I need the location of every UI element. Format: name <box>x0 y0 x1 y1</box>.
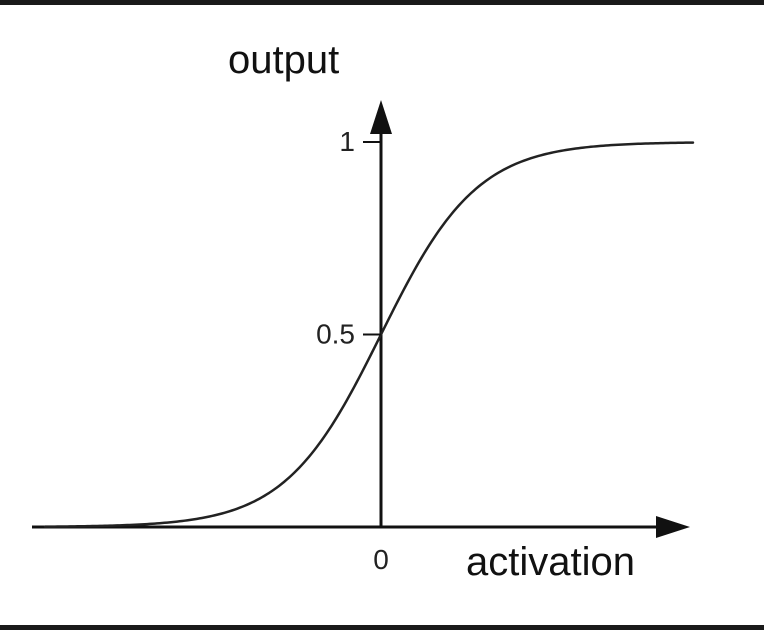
x-axis-arrowhead <box>656 516 690 538</box>
y-tick-label: 0.5 <box>316 319 355 350</box>
series-curves <box>43 141 695 528</box>
y-axis-label: output <box>228 38 339 82</box>
axes <box>32 100 690 538</box>
series-line <box>43 141 695 528</box>
sigmoid-chart: 0.5 1 0 activation output <box>32 38 695 584</box>
x-axis-label: activation <box>466 540 635 584</box>
y-tick-label: 1 <box>339 126 355 157</box>
ticks: 0.5 1 0 <box>316 126 389 575</box>
y-axis-arrowhead <box>370 100 392 134</box>
x-tick-label: 0 <box>373 544 389 575</box>
